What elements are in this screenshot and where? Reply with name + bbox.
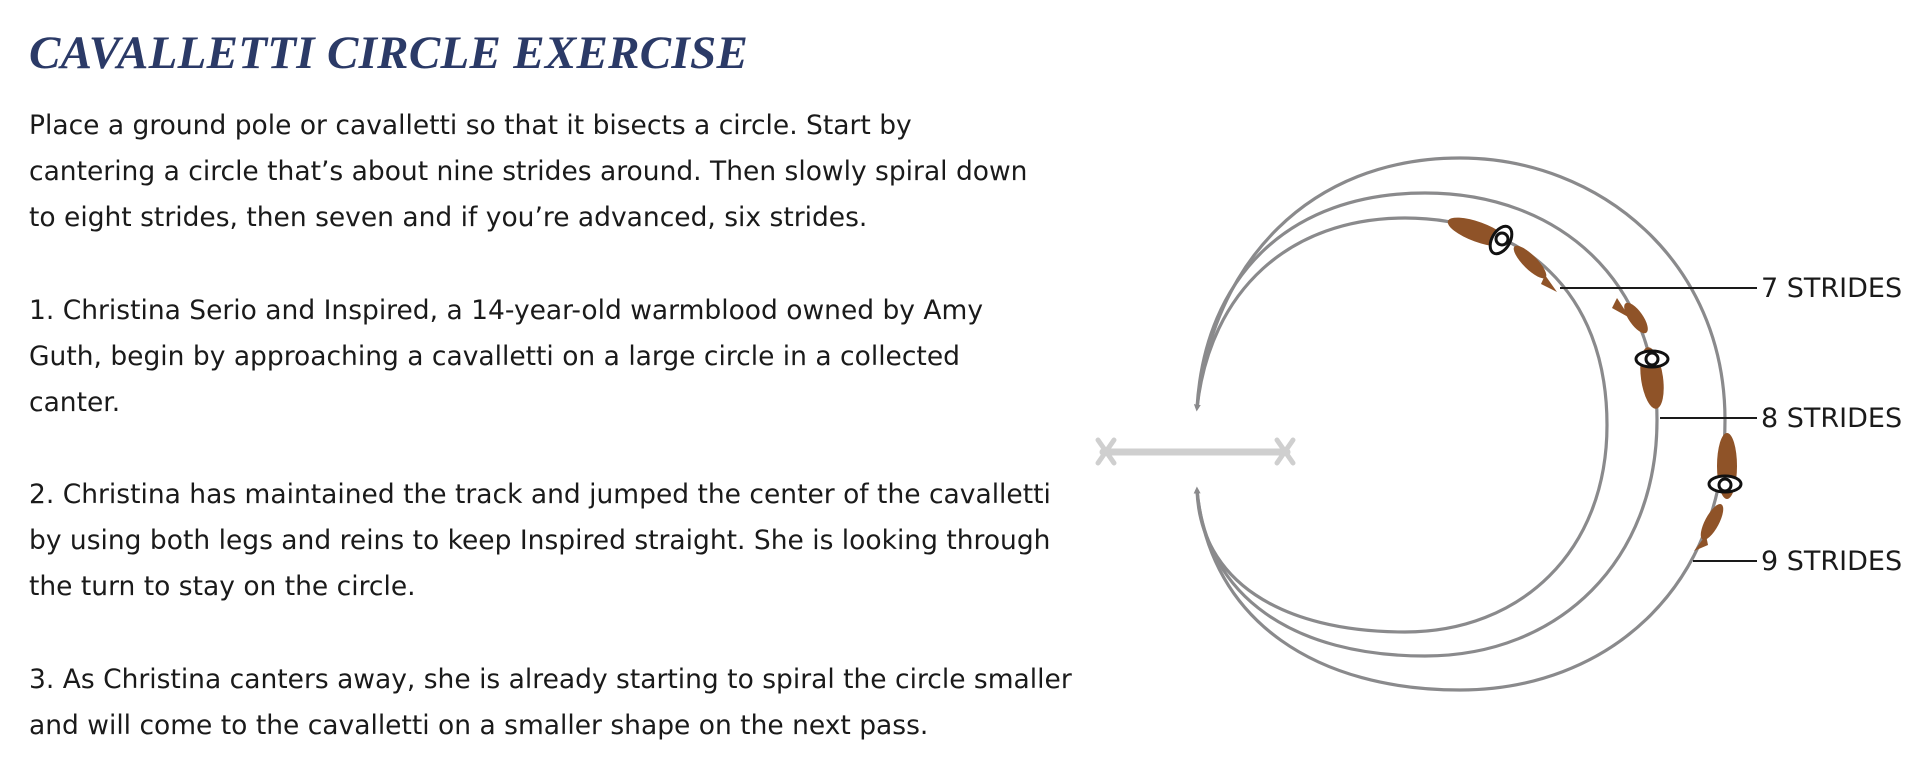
cavalletti-pole: [1095, 437, 1296, 466]
page-title: CAVALLETTI CIRCLE EXERCISE: [29, 27, 749, 79]
step-2-paragraph: 2. Christina has maintained the track an…: [29, 479, 1051, 602]
step-3-paragraph: 3. As Christina canters away, she is alr…: [29, 664, 1072, 741]
step-1-paragraph: 1. Christina Serio and Inspired, a 14-ye…: [29, 295, 984, 418]
horse-rider-2: [1612, 298, 1670, 409]
cavalletti-circle-diagram: 7 STRIDES 8 STRIDES 9 STRIDES: [1095, 156, 1902, 692]
pole-right-x-stand: [1274, 437, 1296, 466]
label-7-strides: 7 STRIDES: [1761, 273, 1902, 304]
pole-left-x-stand: [1095, 437, 1117, 466]
track-8-strides: [1195, 191, 1659, 658]
track-9-strides: [1195, 156, 1727, 692]
track-7-strides: [1193, 216, 1609, 634]
intro-paragraph: Place a ground pole or cavalletti so tha…: [29, 110, 1028, 233]
horse-rider-3: [1694, 433, 1743, 551]
horse-rider-1: [1447, 217, 1557, 292]
label-8-strides: 8 STRIDES: [1761, 403, 1902, 434]
label-9-strides: 9 STRIDES: [1761, 546, 1902, 577]
